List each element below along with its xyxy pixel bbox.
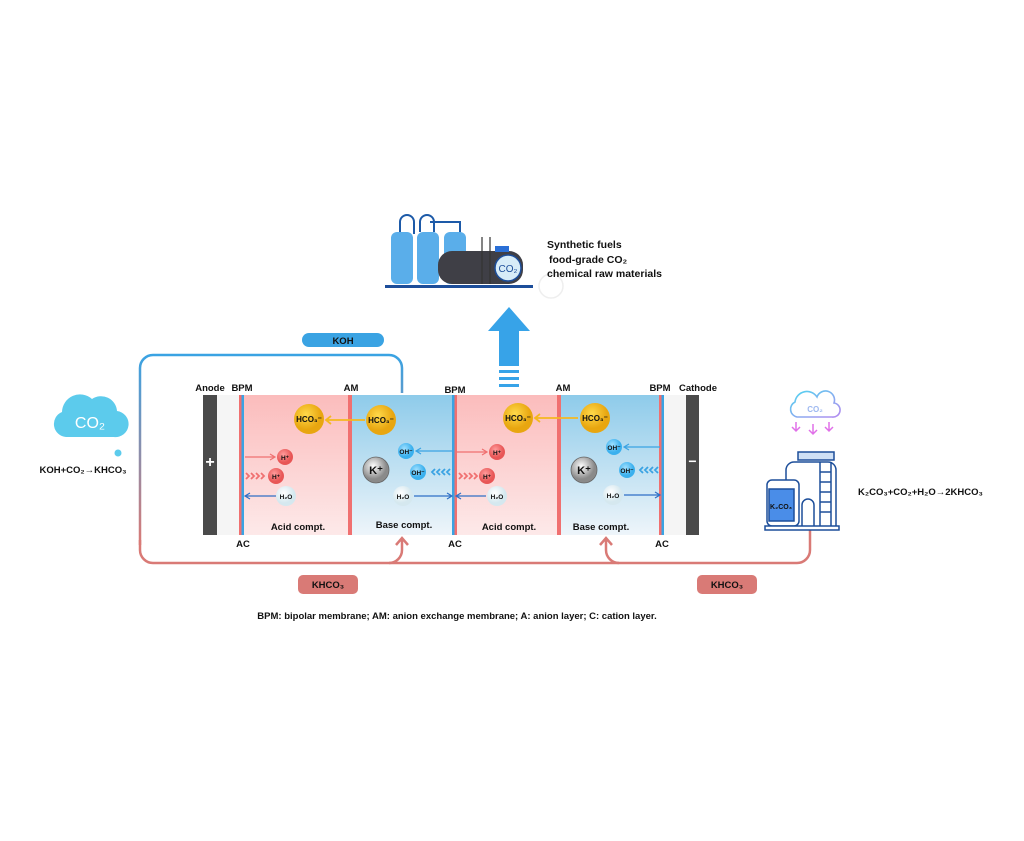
anode-plus-sign: + [205,454,214,471]
anode-electrode [203,395,217,535]
ac-label: AC [655,539,669,550]
ion-h: H⁺ [493,450,502,457]
ion-oh: OH⁻ [607,445,621,452]
membrane-label: AM [344,383,359,394]
khco3-pill-right [697,575,757,594]
right-equation: K₂CO₃+CO₂+H₂O→2KHCO₃ [858,487,983,498]
khco3-arrow-right-icon [599,536,620,565]
am-membrane-1 [348,395,352,535]
left-equation: KOH+CO₂→KHCO₃ [40,465,127,476]
bpm-membrane-3 [661,395,664,535]
ion-k: K⁺ [369,465,383,477]
membrane-label: AM [556,383,571,394]
ion-h: H⁺ [272,474,281,481]
k2co3-factory-icon [764,451,840,531]
ion-oh: OH⁻ [399,449,413,456]
abbreviation-legend: BPM: bipolar membrane; AM: anion exchang… [257,611,656,622]
bpm-membrane-1 [241,395,244,535]
left-cloud-co2-label: CO₂ [75,415,105,432]
khco3-label-left: KHCO₃ [312,580,344,591]
compartment-label: Acid compt. [271,522,325,533]
khco3-pill-left [298,575,358,594]
ion-h2o: H₂O [607,493,620,500]
koh-label: KOH [332,336,353,347]
compartment-label: Base compt. [376,520,433,531]
cathode-label: Cathode [679,383,717,394]
co2-cloud-icon: CO₂ [53,394,129,457]
anode-label: Anode [195,383,225,394]
compartment-label: Acid compt. [482,522,536,533]
khco3-return-line [138,530,812,565]
right-cloud-co2-label: CO₂ [807,405,823,414]
ion-h2o: H₂O [280,494,293,501]
khco3-label-right: KHCO₃ [711,580,743,591]
bpm-membrane-2 [454,395,457,535]
cathode-minus-sign: − [688,453,696,469]
ac-label: AC [236,539,250,550]
co2-output-arrow-icon [488,307,530,387]
ion-hco3: HCO₃⁻ [296,415,322,424]
co2-cloud-outline-icon: CO₂ [789,390,841,436]
am-membrane-2 [557,395,561,535]
ion-h2o: H₂O [397,494,410,501]
tank-co2-label: CO₂ [499,264,518,275]
product-food-grade-co2: food-grade CO₂ [549,254,627,266]
product-storage-icon: CO₂ [385,214,564,299]
koh-loop-line [138,353,404,545]
product-chemical-raw-materials: chemical raw materials [547,268,662,280]
k2co3-tank-label: K₂CO₃ [770,504,792,511]
ion-hco3: HCO₃⁻ [582,414,608,423]
chevron-flow-icon [245,466,659,480]
membrane-label: BPM [231,383,252,394]
ion-h2o: H₂O [491,494,504,501]
ion-oh: OH⁻ [411,470,425,477]
ion-hco3: HCO₃⁻ [368,416,394,425]
membrane-label: BPM [649,383,670,394]
ion-oh: OH⁻ [620,468,634,475]
ion-k: K⁺ [577,465,591,477]
koh-pill [302,333,384,347]
membrane-label: BPM [444,385,465,396]
ions: HCO₃⁻ HCO₃⁻ HCO₃⁻ HCO₃⁻ H⁺ H⁺ H⁺ H⁺ H₂O … [268,403,635,506]
ion-h: H⁺ [483,474,492,481]
khco3-arrow-left-icon [388,536,409,565]
product-synthetic-fuels: Synthetic fuels [547,239,622,251]
ion-hco3: HCO₃⁻ [505,414,531,423]
cathode-electrode [686,395,699,535]
ac-label: AC [448,539,462,550]
compartment-label: Base compt. [573,522,630,533]
ion-h: H⁺ [281,455,290,462]
